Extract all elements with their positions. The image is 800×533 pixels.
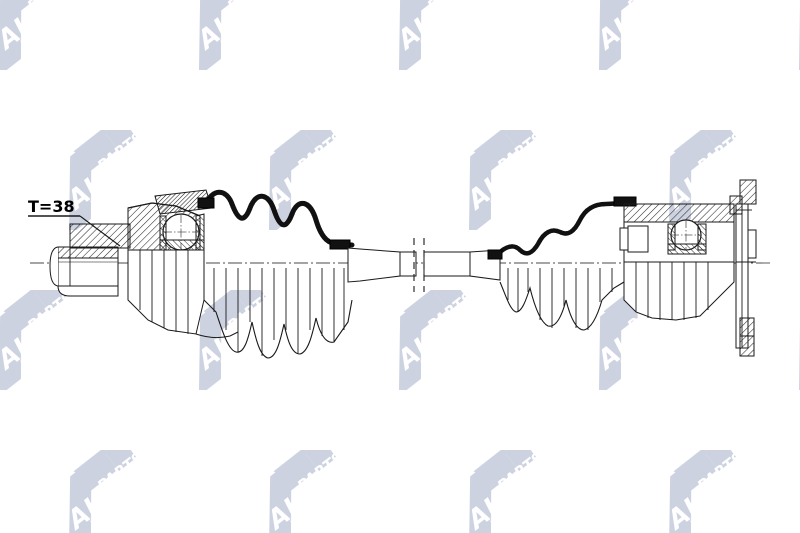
- right-cv-joint: [619, 203, 735, 321]
- center-shaft: [347, 238, 501, 292]
- spline-count-label: T=38: [28, 197, 75, 216]
- right-boot: [487, 196, 637, 331]
- right-mounting-flange: [729, 179, 757, 357]
- spline-count-leader-line: [28, 215, 121, 247]
- boot-clamp-left: [197, 197, 215, 209]
- left-cv-joint: [49, 189, 239, 339]
- shaft-break-symbol: [413, 238, 425, 292]
- boot-clamp-right-inner: [487, 249, 503, 260]
- boot-clamp-right: [329, 239, 351, 250]
- left-boot: [197, 189, 355, 359]
